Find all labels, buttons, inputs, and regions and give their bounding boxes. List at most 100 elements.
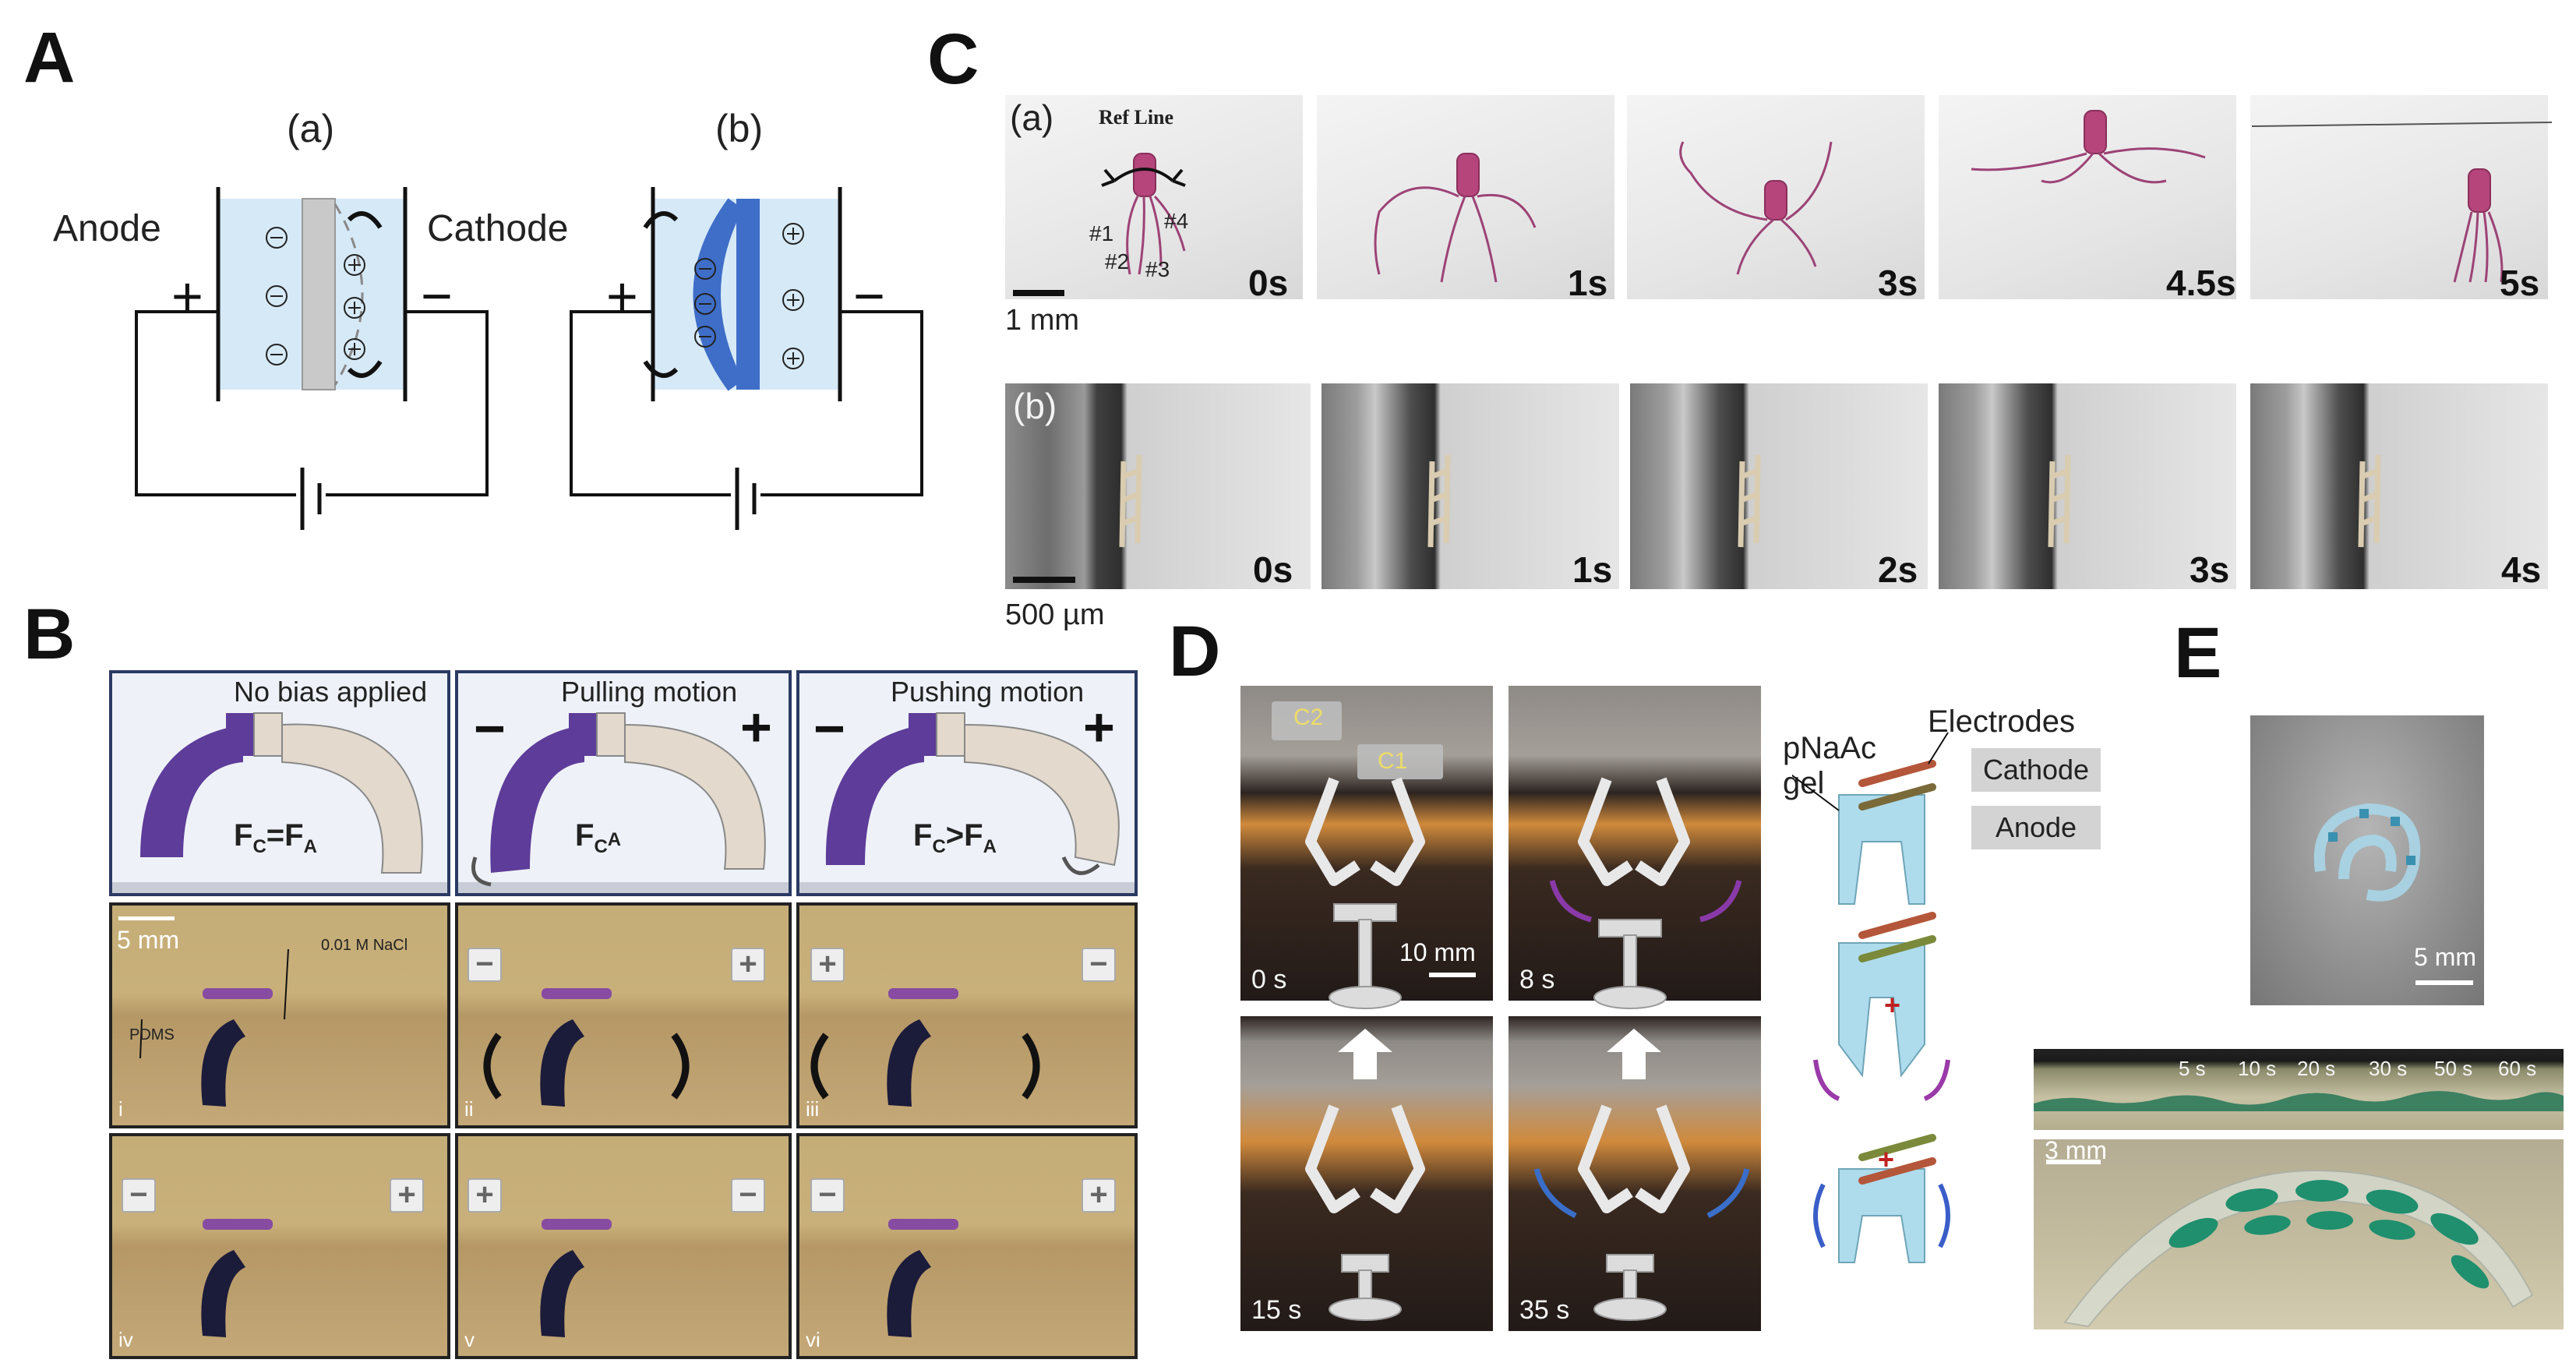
leg-label-3: #3 [1145, 257, 1170, 281]
scalebar-e-bottom [2046, 1160, 2101, 1164]
ladder-robots [1119, 454, 2381, 548]
time-c-b-1: 0s [1253, 549, 1293, 590]
strip-time-4: 30 s [2369, 1057, 2408, 1080]
sign-iii-right: − [1082, 948, 1116, 982]
svg-text:+: + [1878, 1143, 1894, 1175]
photo-c-b-4 [1939, 383, 2236, 589]
header-pushing: Pushing motion [891, 676, 1085, 708]
strip-time-6: 60 s [2498, 1057, 2537, 1080]
photo-c-b-5 [2250, 383, 2548, 589]
time-c-a-3: 3s [1878, 263, 1918, 303]
scalebar-d [1429, 973, 1476, 977]
scale-label-b: 5 mm [117, 926, 179, 954]
sign-iv-right: + [390, 1178, 424, 1213]
roman-v: v [464, 1328, 475, 1351]
schematic-2-shapes [458, 712, 789, 893]
scalebar-c-a [1013, 290, 1064, 296]
time-d-2: 8 s [1519, 965, 1555, 994]
pdms-label: PDMS [129, 1026, 175, 1043]
strip-overlay [2034, 1091, 2564, 1111]
photo-c-a-5 [2250, 95, 2548, 299]
time-c-b-2: 1s [1572, 549, 1613, 590]
scalebar-b [118, 916, 175, 920]
minus-sign-b: − [853, 266, 885, 327]
arch-overlay [2063, 1169, 2534, 1328]
time-c-b-3: 2s [1878, 549, 1918, 590]
panel-label-a: A [23, 18, 76, 97]
photo-b-iii [796, 902, 1138, 1128]
force-eq-2: FCA [575, 818, 622, 857]
time-c-b-5: 4s [2501, 549, 2542, 590]
photo-b-iv [109, 1133, 450, 1359]
photo-e-strip [2034, 1049, 2564, 1130]
time-c-b-4: 3s [2190, 549, 2230, 590]
panel-a-circuit-diagrams [135, 187, 923, 530]
leg-label-2: #2 [1105, 249, 1130, 274]
time-d-3: 15 s [1251, 1295, 1302, 1325]
roman-iv: iv [118, 1328, 133, 1351]
coil-overlay [2313, 803, 2421, 902]
strip-time-5: 50 s [2434, 1057, 2473, 1080]
minus-pushing: − [813, 698, 845, 759]
leg-label-1: #1 [1089, 221, 1114, 245]
force-eq-1: FC=FA [234, 818, 317, 857]
time-d-1: 0 s [1251, 965, 1287, 994]
time-c-a-5: 5s [2500, 263, 2540, 303]
gel-label-line1: pNaAc [1783, 731, 1877, 765]
plus-sign-b: + [606, 266, 638, 327]
scale-label-e-bottom: 3 mm [2045, 1136, 2107, 1164]
subpanel-label-c-b: (b) [1013, 386, 1057, 426]
photo-c-b-3 [1630, 383, 1928, 589]
photo-e-coil [2250, 715, 2484, 1005]
sign-iii-left: + [810, 948, 845, 982]
photo-b-i [109, 902, 450, 1128]
sign-ii-right: + [731, 948, 765, 982]
plus-pulling: + [740, 697, 772, 757]
plus-pushing: + [1083, 697, 1115, 757]
svg-text:+: + [1884, 989, 1900, 1021]
ref-line-label: Ref Line [1099, 106, 1174, 129]
time-c-a-2: 1s [1568, 263, 1608, 303]
sign-v-left: + [468, 1178, 502, 1213]
anode-label: Anode [53, 208, 161, 249]
gripper-overlays [1272, 701, 1750, 1321]
strip-time-2: 10 s [2238, 1057, 2277, 1080]
photo-c-b-2 [1322, 383, 1619, 589]
cathode-box: Cathode [1971, 748, 2101, 792]
roman-ii: ii [464, 1097, 474, 1121]
sign-vi-right: + [1082, 1178, 1116, 1213]
circuit-a [135, 187, 489, 530]
circuit-b [570, 187, 923, 530]
roman-iii: iii [806, 1097, 820, 1121]
cathode-label: Cathode [427, 208, 569, 249]
photo-b-v [455, 1133, 792, 1359]
c1-label: C1 [1378, 748, 1408, 774]
nacl-label: 0.01 M NaCl [321, 937, 408, 954]
subpanel-label-c-a: (a) [1010, 97, 1054, 138]
minus-pulling: − [474, 698, 506, 759]
scale-label-c-a: 1 mm [1005, 304, 1079, 337]
panel-label-b: B [23, 595, 76, 674]
subpanel-label-a-b: (b) [715, 107, 764, 150]
minus-sign-a: − [421, 266, 453, 327]
sign-iv-left: − [122, 1178, 156, 1213]
header-no-bias: No bias applied [234, 676, 428, 708]
sign-vi-left: − [810, 1178, 845, 1213]
roman-vi: vi [806, 1328, 820, 1351]
anode-box: Anode [1971, 806, 2101, 849]
actuator-schematics [112, 712, 1134, 893]
scale-label-d: 10 mm [1399, 938, 1476, 966]
force-eq-3: FC>FA [913, 818, 997, 857]
time-d-4: 35 s [1519, 1295, 1570, 1325]
strip-time-3: 20 s [2297, 1057, 2336, 1080]
panel-label-e: E [2174, 613, 2222, 693]
panel-label-c: C [927, 19, 979, 99]
roman-i: i [118, 1097, 123, 1121]
header-pulling: Pulling motion [561, 676, 738, 708]
leg-label-4: #4 [1164, 209, 1189, 233]
scalebar-c-b [1013, 577, 1075, 583]
gripper-schematic: + + [1792, 732, 1950, 1263]
panel-label-d: D [1169, 612, 1221, 691]
time-c-a-4: 4.5s [2166, 263, 2236, 303]
scale-label-e-top: 5 mm [2414, 943, 2476, 971]
